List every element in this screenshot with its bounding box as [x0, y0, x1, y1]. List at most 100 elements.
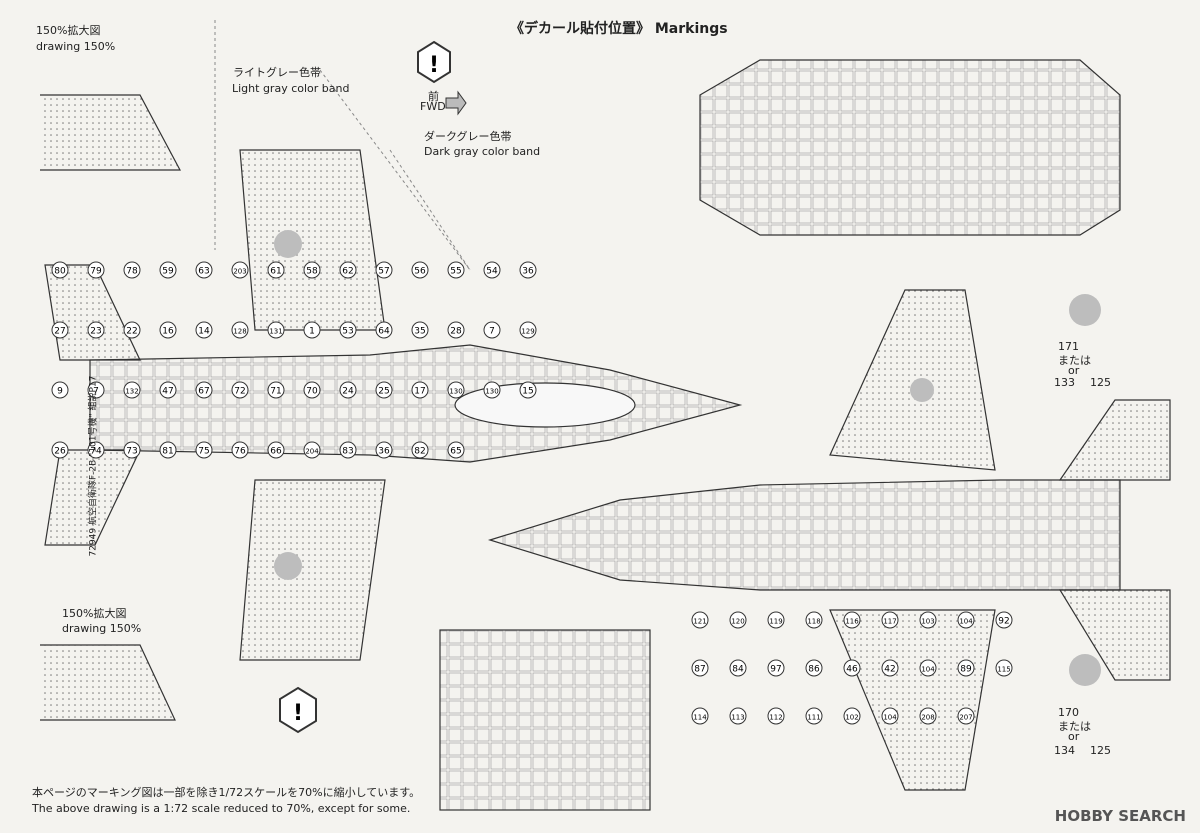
alt-bottom-number-a: 170	[1058, 706, 1079, 719]
callout-circle	[87, 321, 105, 339]
callout-number: 208	[921, 714, 934, 722]
side-product-text: 72949 航空自衛隊F-2B "101号機" 組説P17	[88, 375, 99, 557]
fuselage-bottom	[487, 479, 1121, 591]
callout-number: 28	[450, 327, 462, 337]
callout-circle	[411, 261, 429, 279]
callout-circle	[995, 659, 1013, 677]
callout-number: 82	[414, 447, 425, 457]
callout-number: 54	[486, 267, 498, 277]
callout-circle	[231, 381, 249, 399]
callout-number: 128	[233, 328, 246, 336]
callout-circle	[339, 441, 357, 459]
callout-circle	[919, 659, 937, 677]
callout-circle	[995, 611, 1013, 629]
callout-number: 58	[306, 267, 318, 277]
fwd-label-en: FWD	[420, 100, 446, 113]
callout-number: 57	[378, 267, 389, 277]
fuselage-top	[89, 344, 743, 463]
callout-circle	[411, 321, 429, 339]
alt-bottom-number-c: 125	[1090, 744, 1111, 757]
callout-number: 86	[808, 665, 820, 675]
callout-circle	[483, 321, 501, 339]
callout-circle	[87, 381, 105, 399]
callout-number: 119	[769, 618, 782, 626]
zoom-top-label-ja: 150%拡大図	[36, 24, 101, 37]
left-wing-top	[239, 149, 386, 331]
callout-number: 83	[342, 447, 353, 457]
callout-number: 104	[883, 714, 897, 722]
callout-number: 36	[522, 267, 534, 277]
callout-circle	[805, 707, 823, 725]
callout-circle	[843, 707, 861, 725]
callout-circle	[447, 441, 465, 459]
callout-number: 55	[450, 267, 461, 277]
callout-number: 72	[234, 387, 245, 397]
callout-number: 73	[126, 447, 137, 457]
callout-number: 75	[198, 447, 209, 457]
callout-circle	[691, 659, 709, 677]
callout-circle	[843, 659, 861, 677]
callout-circle	[375, 261, 393, 279]
callout-circle	[195, 381, 213, 399]
roundel-bottom-upper	[1069, 294, 1101, 326]
dark-band-label-ja: ダークグレー色帯	[424, 130, 512, 143]
callout-circle	[957, 659, 975, 677]
callout-number: 76	[234, 447, 246, 457]
callout-number: 204	[305, 448, 319, 456]
callout-number: 9	[57, 387, 63, 397]
callout-circle	[267, 261, 285, 279]
alt-bottom-or-ja: または	[1058, 720, 1091, 733]
callout-circle	[729, 611, 747, 629]
callout-number: 130	[449, 388, 462, 396]
warning-icon-top: !	[417, 40, 451, 84]
callout-number: 103	[921, 618, 934, 626]
callout-circle	[729, 707, 747, 725]
callout-circle	[195, 441, 213, 459]
callout-number: 80	[54, 267, 66, 277]
callout-number: 42	[884, 665, 895, 675]
callout-circle	[447, 321, 465, 339]
watermark: HOBBY SEARCH	[1054, 807, 1186, 825]
light-band-label-en: Light gray color band	[232, 82, 350, 95]
callout-circle	[881, 707, 899, 725]
callout-circle	[843, 611, 861, 629]
zoom-top-label-en: drawing 150%	[36, 40, 116, 53]
callout-number: 92	[998, 617, 1009, 627]
callout-number: 7	[93, 387, 99, 397]
callout-circle	[375, 321, 393, 339]
callout-circle	[123, 441, 141, 459]
callout-number: 56	[414, 267, 426, 277]
callout-number: 112	[769, 714, 782, 722]
svg-text:!: !	[429, 53, 439, 78]
callout-circle	[159, 441, 177, 459]
callout-number: 102	[845, 714, 858, 722]
callout-number: 15	[522, 387, 533, 397]
aircraft-underside-detail	[699, 59, 1121, 236]
callout-circle	[303, 321, 321, 339]
callout-circle	[805, 659, 823, 677]
callout-circle	[267, 321, 285, 339]
callout-circle	[303, 441, 321, 459]
callout-circle	[483, 381, 501, 399]
callout-circle	[159, 261, 177, 279]
callout-number: 71	[270, 387, 281, 397]
callout-number: 120	[731, 618, 744, 626]
callout-circle	[267, 441, 285, 459]
callout-circle	[411, 441, 429, 459]
callout-circle	[87, 441, 105, 459]
callout-number: 113	[731, 714, 744, 722]
callout-circle	[303, 381, 321, 399]
callout-number: 46	[846, 665, 858, 675]
callout-number: 17	[414, 387, 425, 397]
callout-circle	[767, 707, 785, 725]
callout-circle	[195, 321, 213, 339]
callout-number: 62	[342, 267, 353, 277]
alt-top-number-a: 171	[1058, 340, 1079, 353]
alt-bottom-or-en: or	[1068, 730, 1080, 743]
callout-circle	[767, 659, 785, 677]
fwd-arrow-icon	[445, 90, 467, 116]
callout-number: 61	[270, 267, 281, 277]
callout-circle	[957, 707, 975, 725]
callout-number: 129	[521, 328, 534, 336]
callout-circle	[729, 659, 747, 677]
